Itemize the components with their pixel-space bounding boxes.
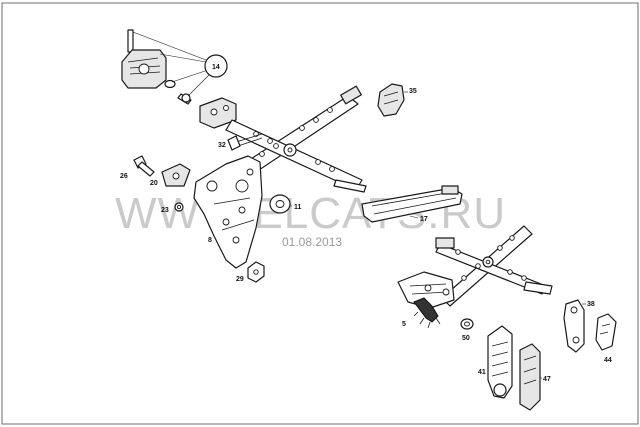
part-35-group[interactable]: 35	[377, 83, 417, 117]
callout-14-circle	[204, 54, 228, 78]
watermark-date: 01.08.2013	[282, 235, 342, 249]
part-11-group[interactable]: 11	[269, 194, 302, 214]
part-14-washer	[164, 79, 176, 89]
part-41-group[interactable]: 41	[478, 325, 513, 399]
callout-29: 29	[236, 276, 244, 283]
callout-14: 14	[212, 64, 220, 71]
callout-41: 41	[478, 369, 486, 376]
part-44-group[interactable]: 44	[595, 313, 617, 364]
part-8-group[interactable]: 8	[193, 155, 263, 269]
part-26-group[interactable]: 26	[120, 155, 155, 180]
callout-11: 11	[294, 204, 302, 211]
part-47-group[interactable]: 47	[519, 343, 551, 411]
lower-scissor-arms[interactable]	[435, 225, 553, 307]
callout-8: 8	[208, 237, 212, 244]
callout-17: 17	[420, 216, 428, 223]
upper-scissor-arms[interactable]	[225, 85, 367, 193]
part-17-group[interactable]: 17	[361, 185, 463, 223]
part-35-clip	[377, 83, 405, 117]
part-29-group[interactable]: 29	[236, 261, 265, 283]
callout-32: 32	[218, 142, 226, 149]
part-5-group[interactable]: 5	[397, 271, 455, 329]
callout-38: 38	[587, 301, 595, 308]
part-38-group[interactable]: 38	[563, 299, 595, 353]
part-5-gear	[413, 297, 439, 323]
part-47-cover	[519, 343, 541, 411]
callout-44: 44	[604, 357, 612, 364]
part-41-housing	[487, 325, 513, 399]
part-44-knob	[595, 313, 617, 351]
callout-47: 47	[543, 376, 551, 383]
part-50-group[interactable]: 50	[460, 318, 474, 342]
part-23-group[interactable]: 23	[161, 202, 184, 214]
part-14-group[interactable]: 14	[121, 29, 237, 129]
callout-20: 20	[150, 180, 158, 187]
part-32-group[interactable]: 32	[218, 133, 263, 151]
callout-26: 26	[120, 173, 128, 180]
part-20-group[interactable]: 20	[150, 163, 191, 187]
part-32-thread	[235, 133, 263, 147]
callout-35: 35	[409, 88, 417, 95]
callout-23: 23	[161, 207, 169, 214]
callout-50: 50	[462, 335, 470, 342]
callout-5: 5	[402, 321, 406, 328]
part-14-pin	[127, 29, 134, 53]
